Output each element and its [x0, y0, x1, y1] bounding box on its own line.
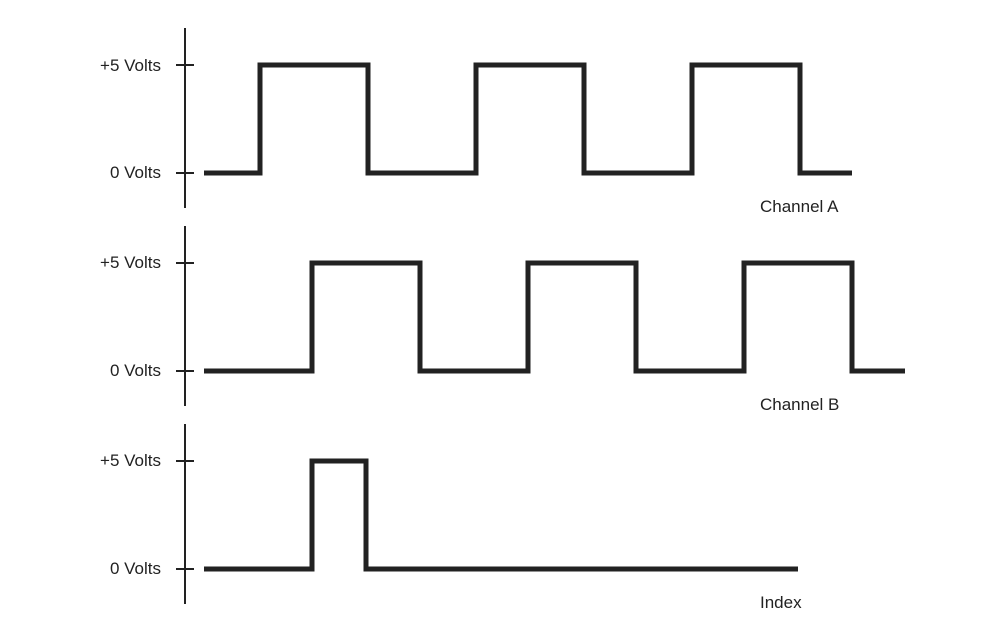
channel-name-a: Channel A	[760, 197, 839, 216]
label-low-channel-a: 0 Volts	[110, 163, 161, 182]
panel-channel-b: +5 Volts 0 Volts Channel B	[100, 226, 905, 414]
channel-name-index: Index	[760, 593, 802, 612]
channel-name-b: Channel B	[760, 395, 839, 414]
waveform-index	[204, 458, 798, 572]
label-low-channel-b: 0 Volts	[110, 361, 161, 380]
label-high-channel-b: +5 Volts	[100, 253, 161, 272]
label-high-channel-a: +5 Volts	[100, 56, 161, 75]
panel-channel-a: +5 Volts 0 Volts Channel A	[100, 28, 852, 216]
panel-index: +5 Volts 0 Volts Index	[100, 424, 802, 612]
label-high-index: +5 Volts	[100, 451, 161, 470]
waveform-channel-b	[204, 260, 905, 374]
waveform-channel-a	[204, 62, 852, 176]
label-low-index: 0 Volts	[110, 559, 161, 578]
